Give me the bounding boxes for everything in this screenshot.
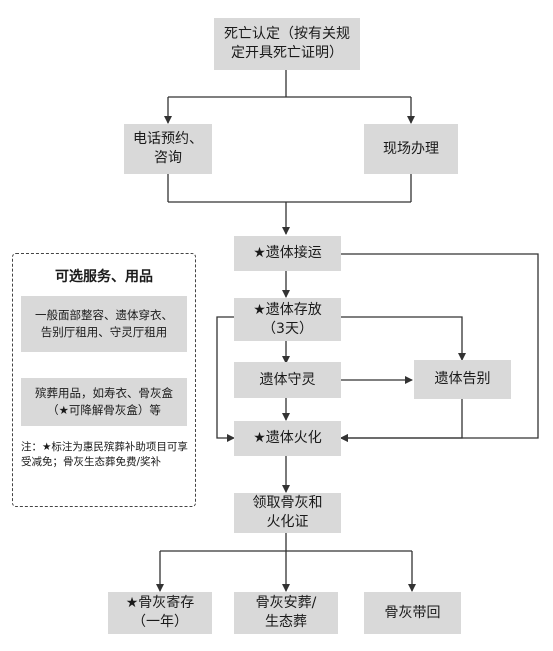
node-body-transport: ★遗体接运: [234, 236, 341, 271]
node-body-storage: ★遗体存放 （3天）: [234, 298, 341, 341]
node-ashes-take-home: 骨灰带回: [364, 592, 461, 634]
edge-transport-to-cremation: [340, 253, 539, 442]
optional-services-panel: 可选服务、用品 一般面部整容、遗体穿衣、 告别厅租用、守灵厅租用 殡葬用品，如寿…: [12, 253, 196, 507]
node-body-vigil: 遗体守灵: [234, 362, 341, 398]
optional-service-item: 一般面部整容、遗体穿衣、 告别厅租用、守灵厅租用: [21, 296, 187, 352]
node-ashes-burial: 骨灰安葬/ 生态葬: [234, 592, 338, 634]
optional-services-title: 可选服务、用品: [55, 269, 153, 285]
node-cremation: ★遗体火化: [234, 421, 341, 456]
edge-storage-to-farewell: [341, 316, 466, 361]
optional-services-note: 注：★标注为惠民殡葬补助项目可享受减免；骨灰生态葬免费/奖补: [21, 441, 188, 468]
edge-storage-to-cremation: [216, 316, 235, 442]
node-collect-ashes: 领取骨灰和 火化证: [234, 493, 341, 533]
node-ashes-deposit: ★骨灰寄存 （一年）: [108, 592, 212, 634]
optional-service-item: 殡葬用品，如寿衣、骨灰盒 （★可降解骨灰盒）等: [21, 378, 187, 426]
node-phone-booking: 电话预约、 咨询: [124, 124, 212, 174]
node-onsite-handling: 现场办理: [364, 124, 458, 174]
node-death-certification: 死亡认定（按有关规 定开具死亡证明）: [214, 18, 360, 70]
node-body-farewell: 遗体告别: [414, 360, 511, 399]
edge-farewell-to-cremation: [340, 399, 463, 442]
